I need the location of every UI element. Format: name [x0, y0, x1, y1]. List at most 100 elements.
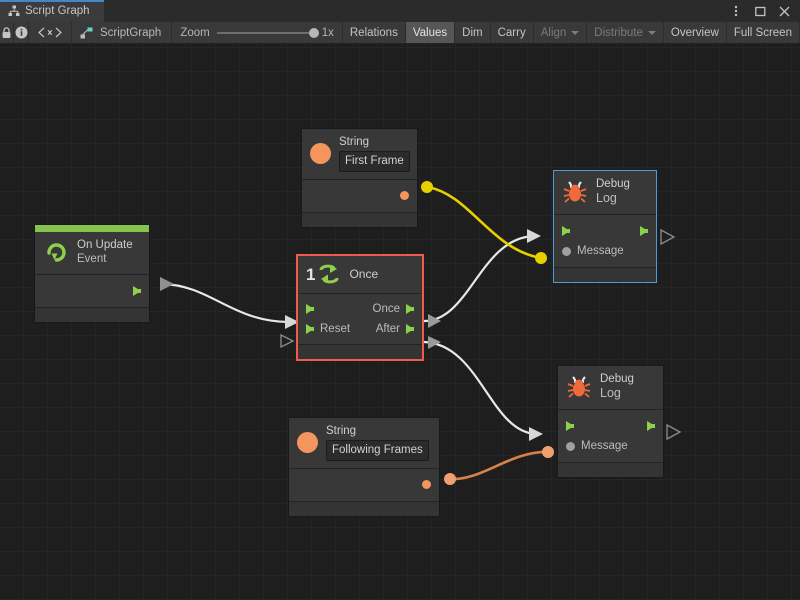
node-body: Once Reset After: [298, 294, 422, 344]
tab-script-graph[interactable]: Script Graph: [0, 0, 104, 22]
zoom-control: Zoom 1x: [172, 22, 343, 43]
node-title: String: [326, 425, 357, 437]
string-value-input[interactable]: First Frame: [339, 151, 410, 172]
port-arrow-debuglog1-out[interactable]: [660, 228, 676, 246]
node-once[interactable]: 1 Once O: [296, 254, 424, 361]
toolbar-button-relations[interactable]: Relations: [343, 22, 406, 43]
toolbar-button-full-screen[interactable]: Full Screen: [727, 22, 800, 43]
bug-icon: [566, 374, 592, 400]
port-arrow-after-out-hollow[interactable]: [428, 336, 441, 349]
node-debug-log-2[interactable]: Debug Log Message: [557, 365, 664, 478]
port-arrow-once-reset-in[interactable]: [280, 333, 295, 349]
toolbar-button-values-label: Values: [412, 26, 448, 39]
node-string-first-frame[interactable]: String First Frame: [301, 128, 418, 228]
toolbar-button-distribute[interactable]: Distribute: [587, 22, 664, 43]
node-title: Debug: [596, 178, 630, 190]
flow-arrow-icon: [406, 324, 414, 334]
port-arrow-onupdate-out[interactable]: [160, 277, 174, 291]
graph-icon: [8, 5, 20, 17]
port-in-flow[interactable]: [562, 226, 570, 236]
node-header: Debug Log: [554, 171, 656, 215]
scriptgraph-icon: [80, 27, 93, 39]
value-port-icon: [400, 191, 409, 201]
port-row-value-out: [310, 186, 409, 206]
toolbar-button-align-label: Align: [540, 26, 567, 39]
port-out-flow[interactable]: [640, 226, 648, 236]
more-menu-icon[interactable]: [729, 4, 743, 18]
node-body: Message: [558, 410, 663, 462]
flow-arrow-icon: [306, 324, 314, 334]
toolbar-button-relations-label: Relations: [349, 26, 398, 39]
node-header: String First Frame: [302, 129, 417, 180]
zoom-slider[interactable]: [216, 27, 319, 38]
port-label-message: Message: [577, 245, 624, 257]
flow-arrow-icon: [306, 304, 314, 314]
node-title: String: [339, 136, 370, 148]
edge-stringfirst-to-debuglog1-message: [421, 181, 547, 264]
toolbar-button-overview[interactable]: Overview: [664, 22, 727, 43]
toolbar-button-carry[interactable]: Carry: [491, 22, 534, 43]
graph-toolbar: ScriptGraph Zoom 1x Relations Values Dim…: [0, 22, 800, 44]
tab-label: Script Graph: [25, 5, 90, 17]
toolbar-button-dim[interactable]: Dim: [455, 22, 491, 43]
node-body: Message: [554, 215, 656, 267]
port-in-enter[interactable]: [306, 304, 314, 314]
port-in-flow[interactable]: [566, 421, 574, 431]
toolbar-button-align[interactable]: Align: [534, 22, 588, 43]
string-value-input[interactable]: Following Frames: [326, 440, 429, 461]
flow-arrow-icon: [562, 226, 570, 236]
port-out-flow[interactable]: [647, 421, 655, 431]
flow-arrow-icon: [406, 304, 414, 314]
node-subtitle: Event: [77, 253, 107, 266]
port-out-after[interactable]: After: [376, 323, 414, 335]
port-row-flow: [566, 416, 655, 436]
node-debug-log-1[interactable]: Debug Log Message: [553, 170, 657, 283]
zoom-value: 1x: [321, 26, 334, 39]
port-label-reset: Reset: [320, 323, 351, 335]
port-out-once[interactable]: Once: [373, 303, 414, 315]
node-subtitle: Log: [600, 386, 621, 401]
lock-toggle-button[interactable]: [0, 22, 15, 43]
node-header: On Update Event: [35, 232, 149, 275]
node-string-following-frames[interactable]: String Following Frames: [288, 417, 440, 517]
chevron-down-icon: [571, 30, 580, 35]
close-icon[interactable]: [777, 4, 791, 18]
info-icon: [15, 26, 28, 39]
port-out-flow[interactable]: [133, 285, 141, 296]
toolbar-button-overview-label: Overview: [670, 26, 719, 39]
node-header: 1 Once: [298, 256, 422, 294]
flow-arrow-icon: [566, 421, 574, 431]
port-in-reset[interactable]: Reset: [306, 323, 350, 335]
port-arrow-once-out-hollow[interactable]: [428, 314, 441, 328]
info-button[interactable]: [14, 22, 29, 43]
toolbar-button-carry-label: Carry: [497, 26, 526, 39]
port-row-flow: [562, 221, 648, 241]
graph-canvas[interactable]: On Update Event String First: [0, 44, 800, 600]
code-view-button[interactable]: [29, 22, 72, 43]
maximize-icon[interactable]: [753, 4, 767, 18]
port-out-value[interactable]: [422, 480, 431, 490]
port-in-message[interactable]: Message: [566, 440, 628, 452]
port-out-value[interactable]: [400, 191, 409, 201]
node-header: Debug Log: [558, 366, 663, 410]
port-in-message[interactable]: Message: [562, 245, 624, 257]
port-row-value-out: [297, 475, 431, 495]
node-body: [35, 275, 149, 307]
port-arrow-debuglog2-out[interactable]: [666, 423, 682, 441]
port-label-after: After: [375, 323, 400, 335]
node-footer: [302, 211, 417, 227]
window-controls: [729, 0, 800, 22]
node-footer: [289, 500, 439, 516]
port-row-message: Message: [562, 241, 648, 261]
node-on-update-event[interactable]: On Update Event: [34, 224, 150, 323]
flow-arrow-icon: [133, 285, 141, 296]
node-footer: [35, 306, 149, 322]
zoom-slider-handle[interactable]: [308, 27, 319, 38]
graph-name-field[interactable]: ScriptGraph: [72, 22, 173, 43]
zoom-label: Zoom: [180, 26, 210, 39]
toolbar-button-values[interactable]: Values: [405, 22, 456, 43]
once-counter-number: 1: [306, 264, 316, 284]
window-titlebar: Script Graph: [0, 0, 800, 22]
node-footer: [298, 344, 422, 359]
